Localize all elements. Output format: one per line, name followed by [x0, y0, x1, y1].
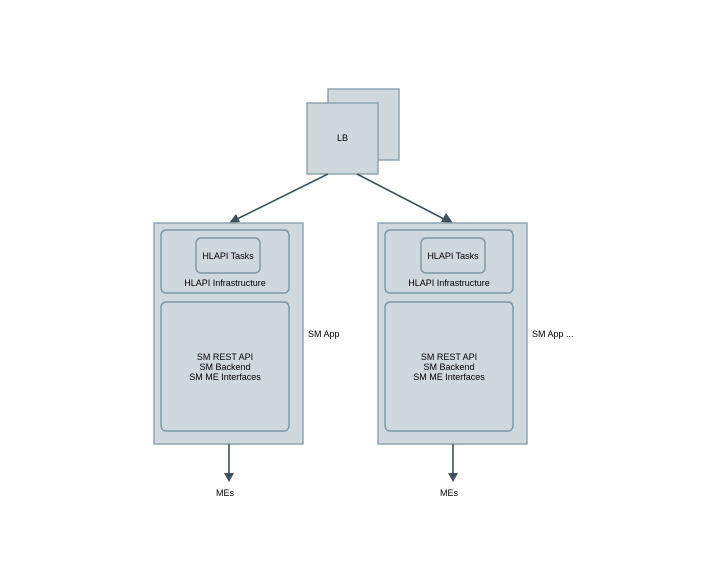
hlapi-tasks-label-2: HLAPI Tasks — [427, 251, 479, 261]
mes-label-1: MEs — [216, 488, 235, 498]
lb-edges — [229, 173, 453, 223]
sm-core-box-1 — [160, 301, 290, 432]
arrowhead-app-1-to-mes — [224, 473, 234, 482]
hlapi-infrastructure-label-1: HLAPI Infrastructure — [184, 278, 266, 288]
sm-backend-label-2: SM Backend — [423, 362, 474, 372]
sm-me-interfaces-label-2: SM ME Interfaces — [413, 372, 485, 382]
sm-backend-label-1: SM Backend — [199, 362, 250, 372]
sm-app-node-1: HLAPI Tasks HLAPI Infrastructure SM REST… — [153, 222, 340, 498]
sm-app-node-2: HLAPI Tasks HLAPI Infrastructure SM REST… — [377, 222, 574, 498]
hlapi-tasks-label-1: HLAPI Tasks — [202, 251, 254, 261]
load-balancer-label: LB — [337, 133, 348, 143]
arrowhead-app-2-to-mes — [448, 473, 458, 482]
edge-lb-to-app-1 — [236, 173, 329, 220]
load-balancer: LB — [306, 88, 400, 175]
arrowhead-lb-to-app-2 — [441, 213, 453, 223]
load-balancer-front-card — [306, 102, 379, 175]
sm-rest-api-label-2: SM REST API — [421, 352, 477, 362]
sm-app-side-label-1: SM App — [308, 329, 340, 339]
edge-lb-to-app-2 — [356, 173, 445, 220]
hlapi-infrastructure-label-2: HLAPI Infrastructure — [408, 278, 490, 288]
sm-me-interfaces-label-1: SM ME Interfaces — [189, 372, 261, 382]
sm-rest-api-label-1: SM REST API — [197, 352, 253, 362]
sm-app-side-label-2: SM App ... — [532, 329, 574, 339]
sm-core-box-2 — [384, 301, 514, 432]
arrowhead-lb-to-app-1 — [229, 214, 240, 223]
mes-label-2: MEs — [440, 488, 459, 498]
hlapi-tasks-box-2 — [420, 237, 486, 274]
hlapi-tasks-box-1 — [195, 237, 261, 274]
